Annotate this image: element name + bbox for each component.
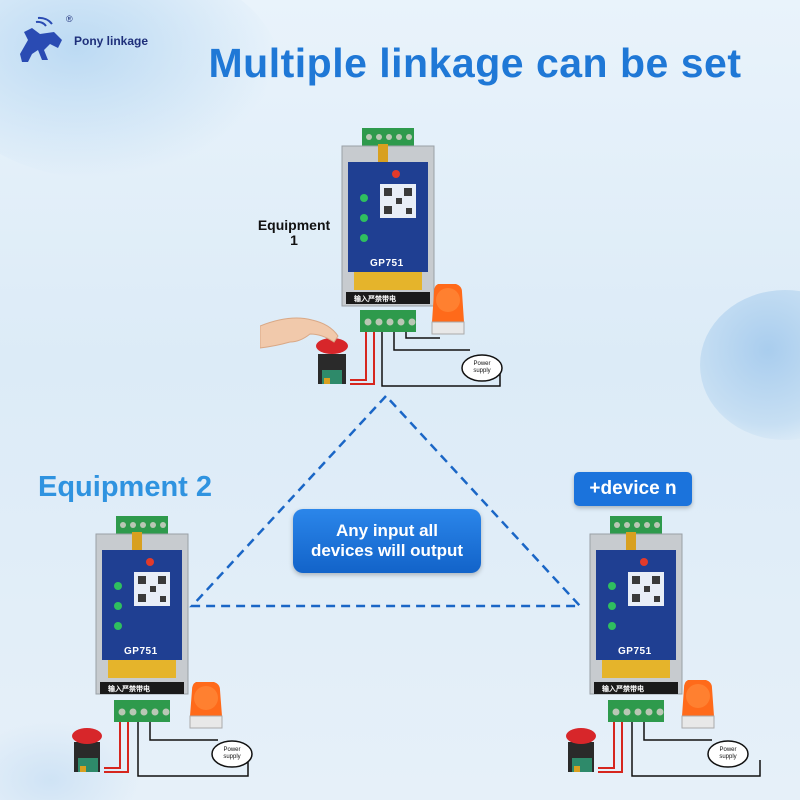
power-supply-label: Power supply: [223, 747, 241, 760]
antenna-icon: [132, 532, 142, 552]
device-warning-label: 输入严禁带电: [602, 686, 644, 693]
power-supply-icon: [707, 740, 749, 768]
page-title: Multiple linkage can be set: [208, 40, 742, 86]
note-line-2: devices will output: [310, 541, 464, 560]
device-model-label: GP751: [370, 258, 404, 269]
warning-light-icon: [189, 682, 223, 729]
device-equipment-2: GP751 输入严禁带电 Power supply: [62, 514, 262, 784]
push-button-icon: [316, 338, 348, 384]
device-warning-label: 输入严禁带电: [354, 296, 396, 303]
push-button-icon: [72, 728, 102, 772]
hand-icon: [260, 317, 339, 349]
power-supply-label: Power supply: [473, 361, 491, 374]
device-model-label: GP751: [618, 646, 652, 657]
device-warning-label: 输入严禁带电: [108, 686, 150, 693]
antenna-icon: [626, 532, 636, 552]
equipment-1-label: Equipment 1: [257, 217, 331, 248]
device-equipment-1: GP751 输入严禁带电 Power supply: [260, 126, 510, 396]
linkage-note: Any input all devices will output: [293, 509, 481, 573]
brand-name: Pony linkage: [74, 34, 149, 48]
power-supply-icon: [211, 740, 253, 768]
note-line-1: Any input all: [336, 521, 438, 540]
device-n-label: +device n: [574, 472, 692, 506]
antenna-icon: [378, 144, 388, 164]
warning-light-icon: [681, 680, 715, 729]
equipment-2-label: Equipment 2: [38, 471, 213, 503]
power-supply-icon: [461, 354, 503, 382]
pony-logo-icon: [20, 16, 62, 62]
registered-mark: ®: [66, 14, 73, 24]
warning-light-icon: [431, 284, 465, 335]
power-supply-label: Power supply: [719, 747, 737, 760]
device-n: GP751 输入严禁带电 Power supply: [554, 514, 774, 784]
brand-logo: ® Pony linkage: [14, 14, 164, 66]
device-model-label: GP751: [124, 646, 158, 657]
push-button-icon: [566, 728, 596, 772]
